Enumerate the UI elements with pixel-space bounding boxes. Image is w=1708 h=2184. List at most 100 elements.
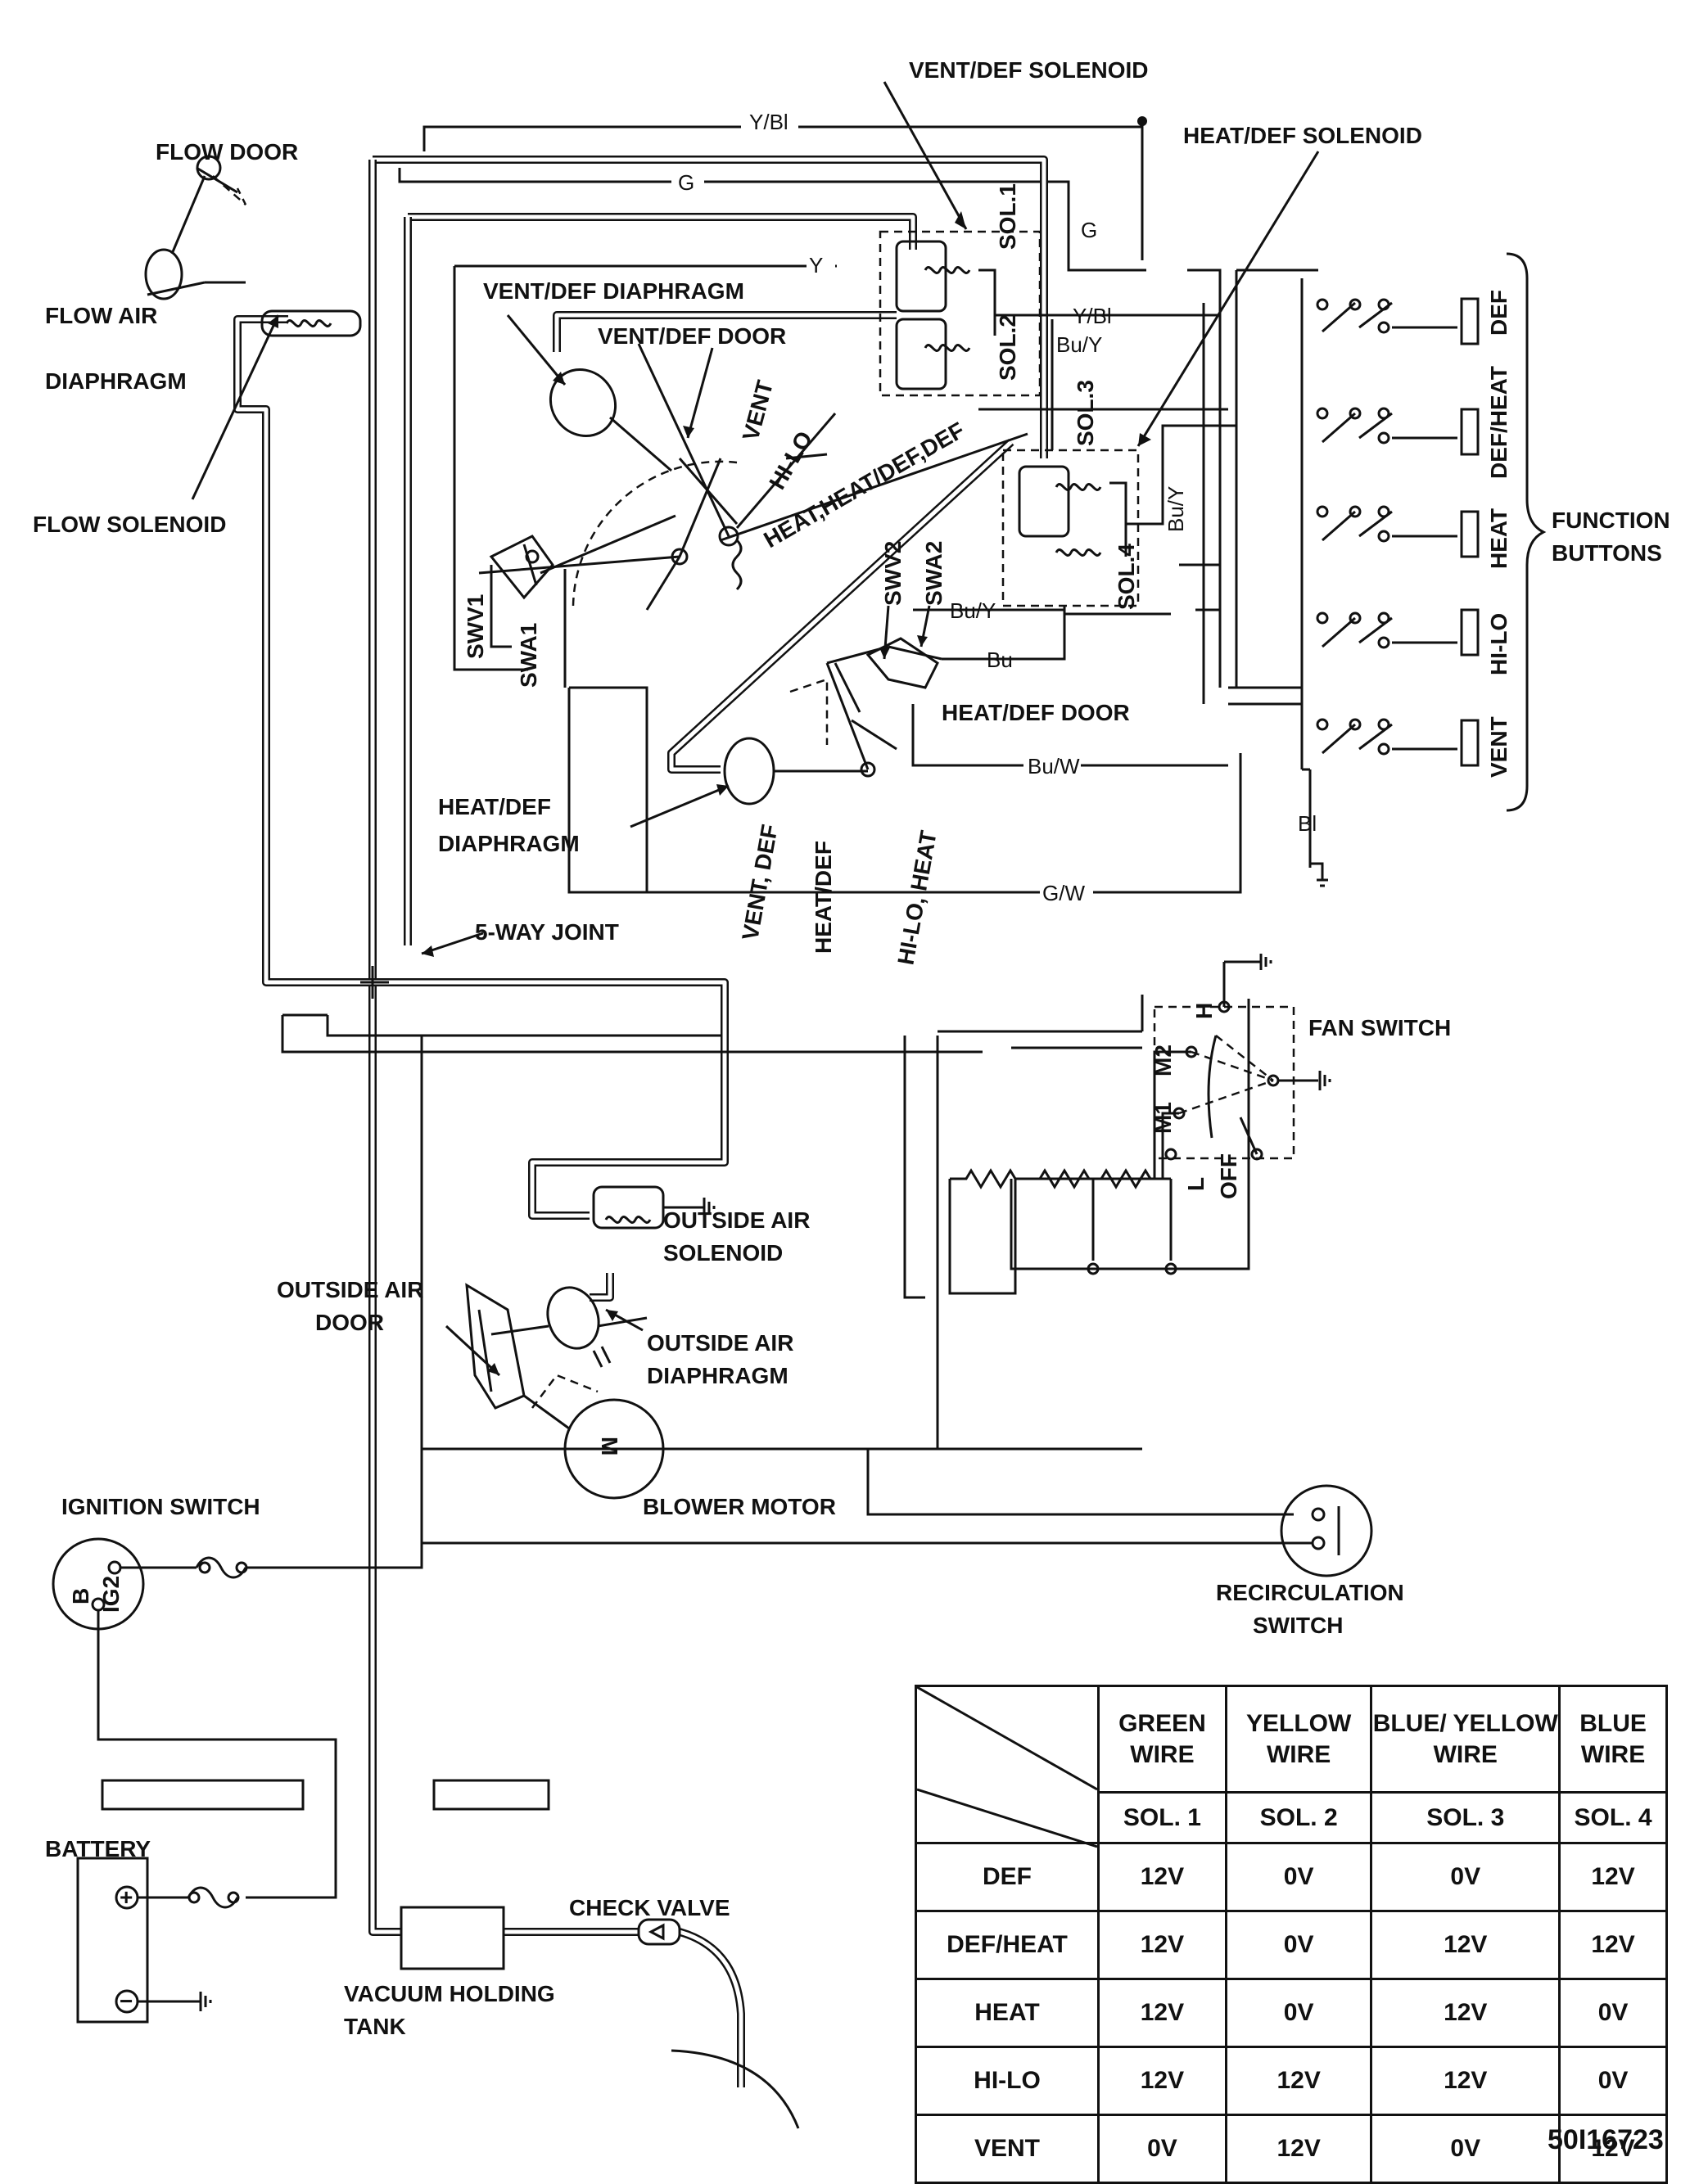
wire-label-y-bl-2: Y/Bl [1073, 304, 1112, 328]
flow-air-diaphragm [144, 248, 362, 337]
table-cell: 0V [1224, 1842, 1373, 1912]
label-vent: VENT [738, 377, 778, 443]
table-cell: 12V [1370, 1910, 1561, 1980]
label-outside-air-door-1: OUTSIDE AIR [277, 1277, 423, 1302]
label-function-buttons-1: FUNCTION [1552, 508, 1670, 533]
table-cell: 12V [1370, 1978, 1561, 2048]
blower-resistors [948, 1046, 1191, 1295]
wire-label-bu-y-2: Bu/Y [1164, 486, 1188, 532]
table-row-mode: HI-LO [915, 2046, 1100, 2116]
table-row: DEF/HEAT 12V 0V 12V 12V [915, 1910, 1668, 1980]
label-sol1: SOL.1 [995, 183, 1020, 250]
label-outside-air-diaphragm-1: OUTSIDE AIR [647, 1330, 793, 1356]
label-ign-ig2: IG2 [98, 1576, 124, 1613]
label-hilo-heat-pos: HI-LO, HEAT [892, 828, 941, 967]
table-cell: 0V [1370, 2114, 1561, 2184]
function-buttons-brace [1506, 252, 1547, 812]
label-outside-air-solenoid-2: SOLENOID [663, 1240, 783, 1266]
table-cell: 0V [1558, 2046, 1668, 2116]
table-cell: 0V [1558, 1978, 1668, 2048]
label-fan-l: L [1183, 1177, 1209, 1191]
table-header-blue-yellow: BLUE/ YELLOW WIRE [1370, 1685, 1561, 1794]
table-row-mode: DEF/HEAT [915, 1910, 1100, 1980]
five-way-joint [360, 966, 389, 999]
label-battery: BATTERY [45, 1836, 151, 1861]
table-row-mode: VENT [915, 2114, 1100, 2184]
label-vent-def-door: VENT/DEF DOOR [598, 323, 786, 349]
wire-g-w [567, 688, 1242, 894]
lower-wiring [281, 995, 1250, 1539]
label-five-way-joint: 5-WAY JOINT [475, 919, 619, 945]
table-header-blue: BLUE WIRE [1558, 1685, 1668, 1794]
label-btn-vent: VENT [1486, 716, 1511, 778]
button-heat[interactable] [1460, 510, 1480, 558]
label-outside-air-diaphragm-2: DIAPHRAGM [647, 1363, 788, 1388]
check-valve [637, 1918, 681, 1946]
label-sol3: SOL.3 [1073, 380, 1098, 446]
table-sol-2: SOL. 2 [1224, 1791, 1373, 1844]
table-cell: 0V [1097, 2114, 1227, 2184]
table-cell: 0V [1370, 1842, 1561, 1912]
table-cell: 12V [1558, 1910, 1668, 1980]
table-header-green: GREEN WIRE [1097, 1685, 1227, 1794]
table-sol-3: SOL. 3 [1370, 1791, 1561, 1844]
label-sol2: SOL.2 [995, 314, 1020, 381]
button-def-heat[interactable] [1460, 408, 1480, 456]
table-cell: 12V [1370, 2046, 1561, 2116]
wire-label-bu-y-3: Bu/Y [950, 598, 996, 623]
body-panel-left [101, 1779, 305, 1811]
vacuum-holding-tank [400, 1906, 505, 1970]
button-hilo[interactable] [1460, 608, 1480, 657]
table-row-mode: DEF [915, 1842, 1100, 1912]
table-row-mode: HEAT [915, 1978, 1100, 2048]
label-motor-m: M [597, 1437, 622, 1455]
label-hi-lo: HI-LO [764, 426, 817, 494]
label-fan-m1: M1 [1150, 1102, 1176, 1134]
label-fan-switch: FAN SWITCH [1308, 1015, 1451, 1040]
label-sol4: SOL.4 [1114, 544, 1139, 610]
heat-def-door [789, 637, 942, 778]
table-cell: 12V [1097, 1910, 1227, 1980]
table-corner-diagonals [917, 1687, 1097, 1848]
label-vent-def-solenoid: VENT/DEF SOLENOID [909, 57, 1148, 83]
table-cell: 12V [1558, 2114, 1668, 2184]
wire-label-bl: Bl [1298, 811, 1317, 836]
label-vent-def-diaphragm: VENT/DEF DIAPHRAGM [483, 278, 744, 304]
vacuum-hose-network [233, 156, 1048, 2087]
table-cell: 12V [1558, 1842, 1668, 1912]
switch-row-hilo [1316, 611, 1457, 649]
table-row: DEF 12V 0V 0V 12V [915, 1842, 1668, 1912]
table-cell: 12V [1097, 2046, 1227, 2116]
wire-label-g: G [678, 170, 694, 195]
wire-bu-y-2 [1126, 424, 1195, 526]
table-corner [915, 1685, 1100, 1848]
switch-row-vent [1316, 718, 1457, 756]
label-swa1: SWA1 [516, 623, 541, 688]
label-heat-def-diaphragm-2: DIAPHRAGM [438, 831, 580, 856]
wire-bu-w [911, 704, 1228, 767]
button-vent[interactable] [1460, 719, 1480, 767]
label-fan-m2: M2 [1150, 1045, 1176, 1076]
vent-def-door [478, 343, 1028, 688]
label-bat-minus: − [120, 1988, 133, 2014]
ignition-switch [52, 1537, 423, 1899]
label-vent-def-pos: VENT, DEF [737, 823, 782, 942]
leader-arrows [191, 81, 1320, 1377]
label-btn-heat: HEAT [1486, 508, 1511, 569]
table-sol-4: SOL. 4 [1558, 1791, 1668, 1844]
table-row: VENT 0V 12V 0V 12V [915, 2114, 1668, 2184]
button-def[interactable] [1460, 297, 1480, 345]
table-cell: 0V [1224, 1978, 1373, 2048]
label-flow-air-diaphragm-1: FLOW AIR [45, 303, 157, 328]
label-swa2: SWA2 [921, 541, 947, 606]
table-row: HI-LO 12V 12V 12V 0V [915, 2046, 1668, 2116]
solenoid-voltage-table: GREEN WIRE YELLOW WIRE BLUE/ YELLOW WIRE… [915, 1685, 1668, 2184]
label-recirculation-switch-2: SWITCH [1253, 1613, 1343, 1638]
label-heat-def-diaphragm-1: HEAT/DEF [438, 794, 551, 819]
label-vacuum-tank-1: VACUUM HOLDING [344, 1981, 555, 2006]
wire-g [398, 168, 1146, 272]
outside-air-diaphragm [490, 1286, 648, 1368]
wire-label-bu: Bu [987, 648, 1013, 672]
label-fan-off: OFF [1216, 1153, 1241, 1199]
label-outside-air-solenoid-1: OUTSIDE AIR [663, 1207, 810, 1233]
